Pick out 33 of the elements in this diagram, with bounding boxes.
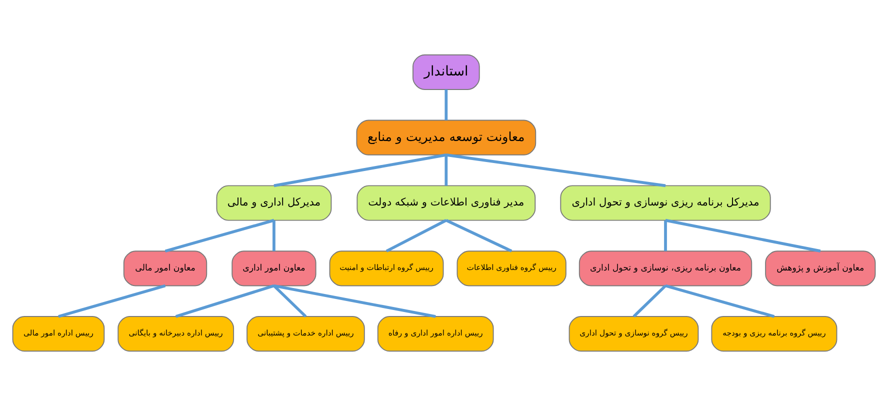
node-box: مدیرکل اداری و مالی xyxy=(216,185,332,221)
connector xyxy=(664,220,667,252)
node-box: رییس اداره امور مالی xyxy=(12,316,105,352)
connector xyxy=(272,284,307,318)
node-box: مدیر فناوری اطلاعات و شبکه دولت xyxy=(356,185,536,221)
connector xyxy=(665,218,821,253)
node-box: رییس اداره دبیرخانه و بایگانی xyxy=(118,316,234,352)
node-box: رییس گروه ارتباطات و امنیت xyxy=(329,250,444,286)
node-box: استاندار xyxy=(412,54,480,90)
connector xyxy=(164,218,274,252)
node-box: معاون برنامه ریزی، نوسازی و تحول اداری xyxy=(578,250,752,286)
node-box: رییس اداره امور اداری و رفاه xyxy=(377,316,494,352)
connector xyxy=(274,284,436,318)
connector xyxy=(444,154,448,186)
connector xyxy=(444,89,448,120)
connector xyxy=(446,153,666,188)
node-box: معاون آموزش و پژوهش xyxy=(765,250,876,286)
connector xyxy=(272,220,276,252)
node-box: مدیرکل برنامه ریزی نوسازی و تحول اداری xyxy=(560,185,771,221)
connector xyxy=(274,153,446,188)
node-box: رییس اداره خدمات و پشتیبانی xyxy=(246,316,365,352)
connector xyxy=(386,219,447,252)
node-box: معاونت توسعه مدیریت و منابع xyxy=(356,120,536,156)
connector xyxy=(58,284,166,318)
node-box: رییس گروه فناوری اطلاعات xyxy=(456,250,566,286)
connector xyxy=(665,284,775,318)
connector xyxy=(632,284,667,318)
connector xyxy=(446,219,512,252)
node-box: رییس گروه نوسازی و تحول اداری xyxy=(568,316,699,352)
connector xyxy=(175,284,274,318)
node-box: رییس گروه برنامه ریزی و بودجه xyxy=(711,316,838,352)
node-box: معاون امور مالی xyxy=(123,250,208,286)
node-box: معاون امور اداری xyxy=(232,250,316,286)
